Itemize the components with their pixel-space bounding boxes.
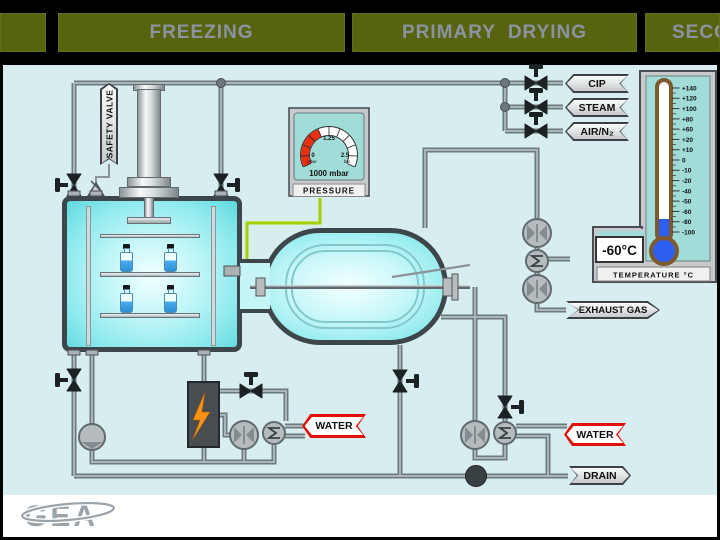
piston-flange (119, 187, 179, 198)
air-n2-tag: AIR/N₂ (565, 122, 629, 141)
gauge-max-unit: bar (344, 159, 351, 164)
stoppering-piston (137, 89, 161, 178)
footer-bar (3, 495, 717, 537)
svg-text:+10: +10 (682, 147, 693, 154)
temperature-ticks (672, 87, 680, 233)
svg-text:-20: -20 (682, 178, 692, 185)
condenser-coil (291, 250, 419, 323)
svg-text:-60: -60 (682, 209, 692, 216)
svg-text:0: 0 (682, 157, 686, 164)
svg-text:-80: -80 (682, 219, 692, 226)
shelf-rail-left (86, 206, 91, 346)
gauge-min-unit: mbar (307, 159, 317, 164)
svg-text:-10: -10 (682, 168, 692, 175)
piston-flange (127, 177, 171, 187)
connecting-duct (240, 259, 270, 313)
svg-text:+140: +140 (682, 85, 697, 92)
svg-text:+80: +80 (682, 116, 693, 123)
stoppering-plate (127, 217, 171, 224)
shelf (100, 234, 200, 238)
vial (164, 244, 177, 272)
svg-text:-100: -100 (682, 229, 695, 236)
thermometer (649, 78, 679, 266)
gauge-title: PRESSURE (303, 187, 355, 196)
tab-primary-drying[interactable]: PRIMARY DRYING (352, 13, 637, 52)
temperature-scale-labels: +140 +120 +100 +80 +60 +20 +10 0 -10 -20… (682, 85, 697, 236)
gea-logo: GEA (19, 500, 117, 533)
ice-condenser (262, 228, 448, 345)
vial (120, 244, 133, 272)
vial (120, 285, 133, 313)
svg-text:+120: +120 (682, 96, 697, 103)
thermometer-panel: +140 +120 +100 +80 +60 +20 +10 0 -10 -20… (592, 70, 717, 283)
exhaust-gas-tag: EXHAUST GAS (566, 301, 660, 319)
svg-text:-50: -50 (682, 199, 692, 206)
tab-freezing[interactable]: FREEZING (58, 13, 345, 52)
cip-tag: CIP (565, 74, 629, 93)
shelf-rail-right (211, 206, 216, 346)
thermometer-bulb (649, 236, 679, 266)
steam-tag: STEAM (565, 98, 629, 117)
water-tag-left: WATER (302, 414, 366, 438)
pressure-gauge: 1.25 0 mbar 2.5 bar 1000 mbar PRESSURE (288, 107, 370, 197)
tab-stub[interactable] (0, 13, 46, 52)
temperature-reading: -60°C (602, 243, 637, 258)
piston-rod (144, 197, 154, 218)
water-tag-right: WATER (564, 423, 626, 446)
svg-text:+100: +100 (682, 106, 697, 113)
svg-text:+60: +60 (682, 127, 693, 134)
svg-text:-40: -40 (682, 188, 692, 195)
vial (164, 285, 177, 313)
safety-valve-tag: SAFETY VALVE (100, 83, 118, 165)
thermometer-title: TEMPERATURE °C (613, 271, 694, 280)
gauge-mid-label: 1.25 (323, 136, 335, 142)
drain-tag: DRAIN (569, 466, 631, 485)
tab-secondary-drying[interactable]: SECO (645, 13, 720, 52)
shelf (100, 272, 200, 277)
gea-logo-swoosh (21, 501, 115, 523)
svg-text:+20: +20 (682, 137, 693, 144)
pressure-value: 1000 mbar (309, 169, 349, 178)
shelf (100, 313, 200, 318)
